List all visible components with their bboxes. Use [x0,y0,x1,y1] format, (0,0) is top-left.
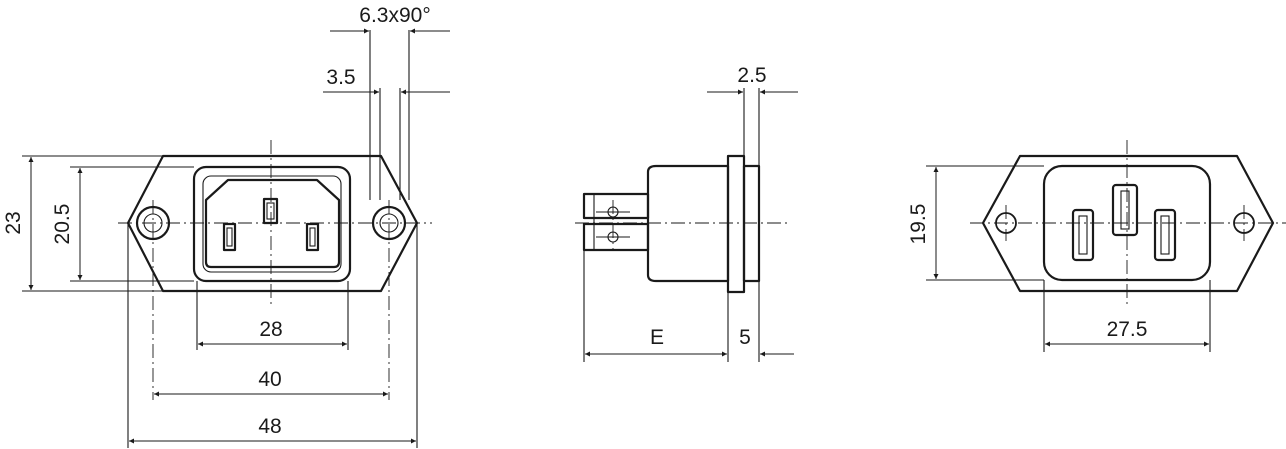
label-6-3x90: 6.3x90° [359,4,430,27]
front-view: 23 20.5 28 40 48 6.3x90° 3.5 [2,4,450,448]
side-flange [726,154,746,294]
rear-terminal-left [1071,208,1095,262]
label-E: E [650,326,664,349]
rear-terminal-right [1153,208,1177,262]
label-2-5: 2.5 [737,64,766,87]
front-receptacle-outer [192,165,352,283]
rear-terminal-right-slot [1160,215,1170,255]
label-48: 48 [258,415,281,438]
rear-terminal-earth-slot [1120,190,1130,230]
label-27-5: 27.5 [1107,318,1148,341]
rear-terminal-left-slot [1078,215,1088,255]
side-view: E 5 2.5 [575,64,798,362]
side-body [646,164,730,283]
label-20-5: 20.5 [51,204,74,245]
rear-terminal-earth [1111,183,1139,237]
label-19-5: 19.5 [907,204,930,245]
label-28: 28 [259,318,282,341]
front-contact-right-slot [309,227,316,247]
front-contact-earth-slot [266,202,275,220]
side-front-body [742,164,761,283]
front-receptacle-inner [202,175,342,273]
front-contact-left [222,222,237,252]
label-5: 5 [739,326,751,349]
label-23: 23 [2,211,25,234]
front-contact-left-slot [226,227,233,247]
rear-flange-outline [981,154,1275,293]
front-contact-right [305,222,320,252]
rear-view: 19.5 27.5 [907,140,1286,352]
label-40: 40 [258,368,281,391]
label-3-5: 3.5 [326,66,355,89]
front-c13-contour [204,178,341,269]
